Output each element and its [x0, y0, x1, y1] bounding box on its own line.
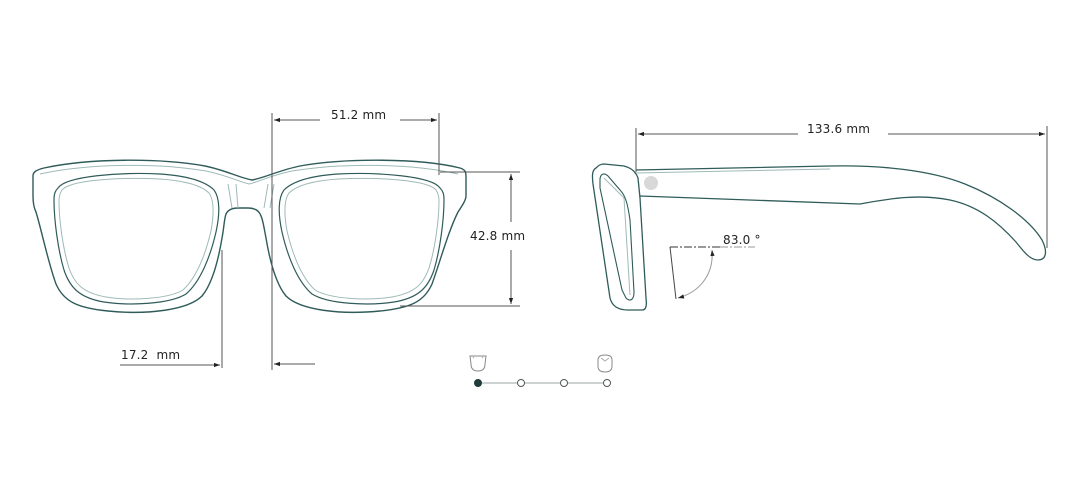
lens-width-dimension: [271, 113, 440, 370]
lens-width-label: 51.2 mm: [331, 108, 387, 122]
frame-outer-outline: [32, 159, 467, 313]
angled-frame-icon: [597, 354, 613, 373]
right-lens-inner: [284, 177, 440, 300]
bridge-width-label: 17.2 mm: [121, 348, 181, 362]
temple-length-dimension: [635, 126, 1048, 248]
view-stepper[interactable]: [469, 354, 613, 387]
left-lens-inner: [58, 177, 214, 300]
temple-length-label: 133.6 mm: [807, 122, 871, 136]
front-frame-icon: [469, 355, 487, 372]
temple-arm: [635, 165, 1047, 261]
hinge-dot: [644, 176, 658, 190]
left-lens-outline: [53, 172, 220, 305]
lens-height-label: 42.8 mm: [470, 229, 526, 243]
front-frame: [32, 159, 467, 313]
stepper-dot-3[interactable]: [603, 379, 611, 387]
stepper-dot-0[interactable]: [474, 379, 482, 387]
right-lens-outline: [278, 172, 445, 305]
angle-label: 83.0 °: [723, 233, 761, 247]
angle-dimension: [669, 246, 755, 300]
side-frame: [591, 163, 1047, 311]
rim-profile: [591, 163, 648, 311]
stepper-dot-2[interactable]: [560, 379, 568, 387]
stepper-dot-1[interactable]: [517, 379, 525, 387]
bridge-detail: [227, 183, 275, 209]
bridge-width-dimension: [120, 250, 315, 368]
lens-height-dimension: [400, 171, 520, 307]
